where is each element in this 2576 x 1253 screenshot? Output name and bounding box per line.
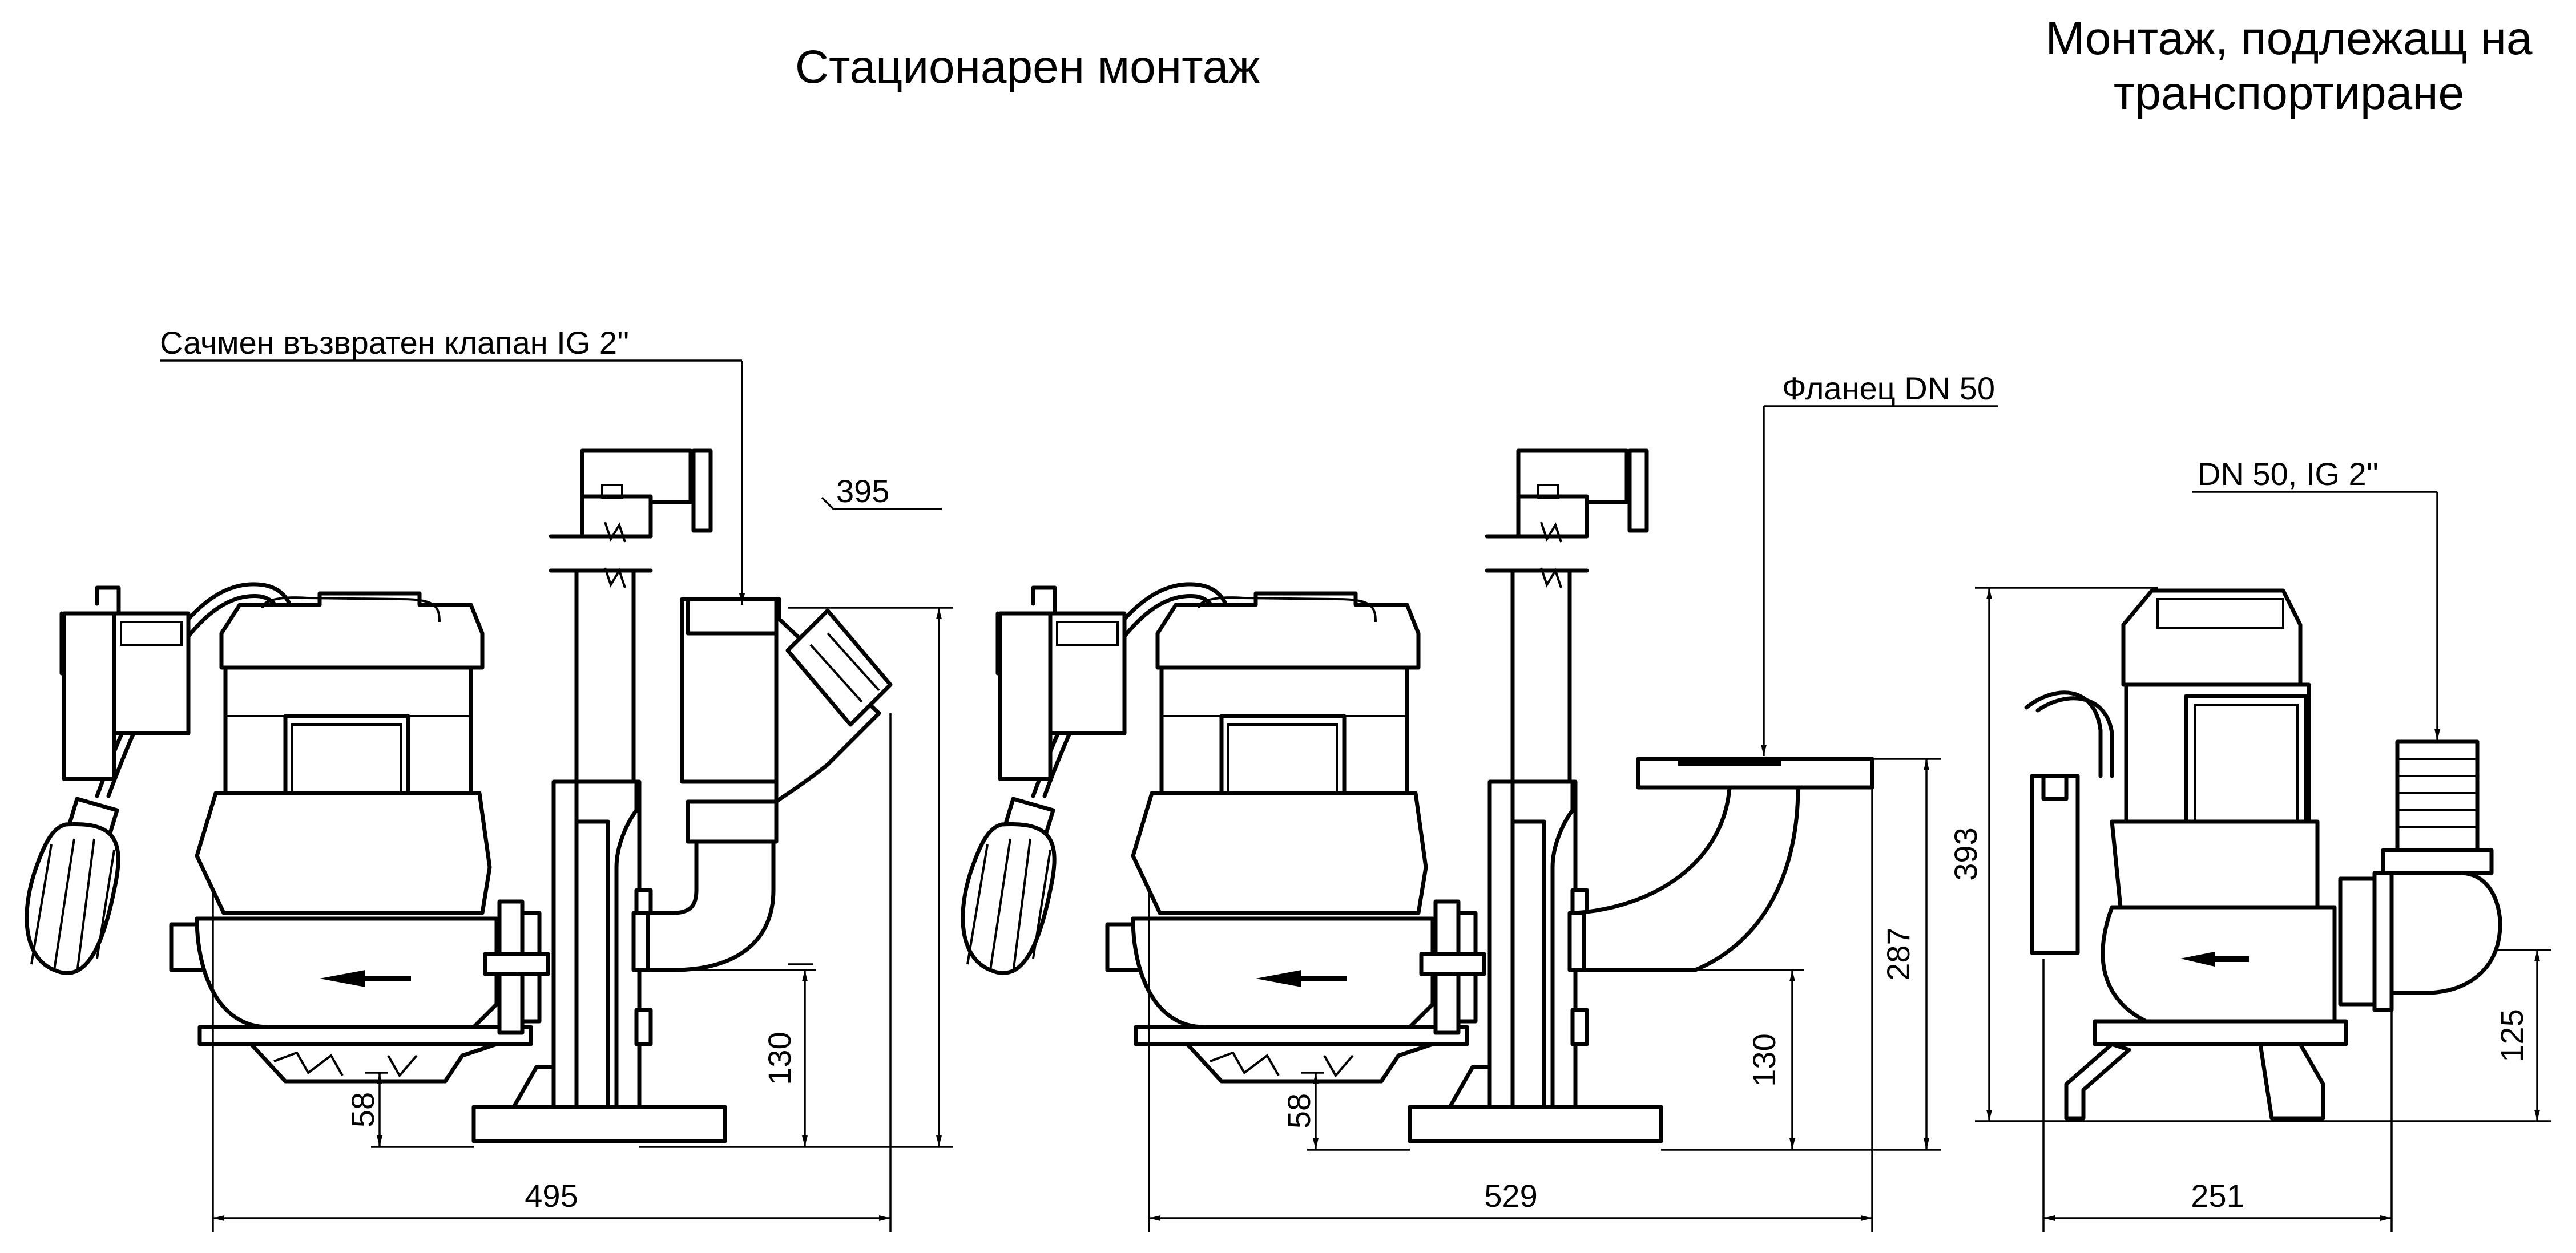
callout-leaders (160, 359, 2440, 756)
heading-stationary-installation: Стационарен монтаж (795, 41, 1260, 93)
dimension-lines (212, 496, 2551, 1232)
dim-v1-outlet: 130 (761, 1032, 797, 1085)
dim-v1-width: 495 (525, 1178, 578, 1214)
dim-v2-height: 287 (1880, 927, 1916, 980)
view-stationary-check-valve (27, 451, 893, 1141)
view-transportable-hose (2024, 588, 2502, 1121)
heading-transportable-installation: Монтаж, подлежащ на транспортиране (2045, 13, 2533, 119)
dim-v1-base: 58 (345, 1092, 381, 1127)
callout-check-valve: Сачмен възвратен клапан IG 2'' (160, 325, 629, 361)
callout-hose-adapter: DN 50, IG 2'' (2198, 456, 2379, 492)
view-stationary-flange (963, 451, 1874, 1141)
dim-v2-outlet: 130 (1746, 1033, 1782, 1086)
dim-v3-width: 251 (2191, 1178, 2244, 1214)
dim-v3-outlet: 125 (2494, 1009, 2530, 1062)
dim-v1-top: 395 (836, 473, 889, 509)
dim-v2-width: 529 (1484, 1178, 1537, 1214)
callout-flange: Фланец DN 50 (1782, 370, 1995, 406)
dim-v3-height: 393 (1948, 827, 1984, 880)
dim-v2-base: 58 (1281, 1093, 1317, 1129)
